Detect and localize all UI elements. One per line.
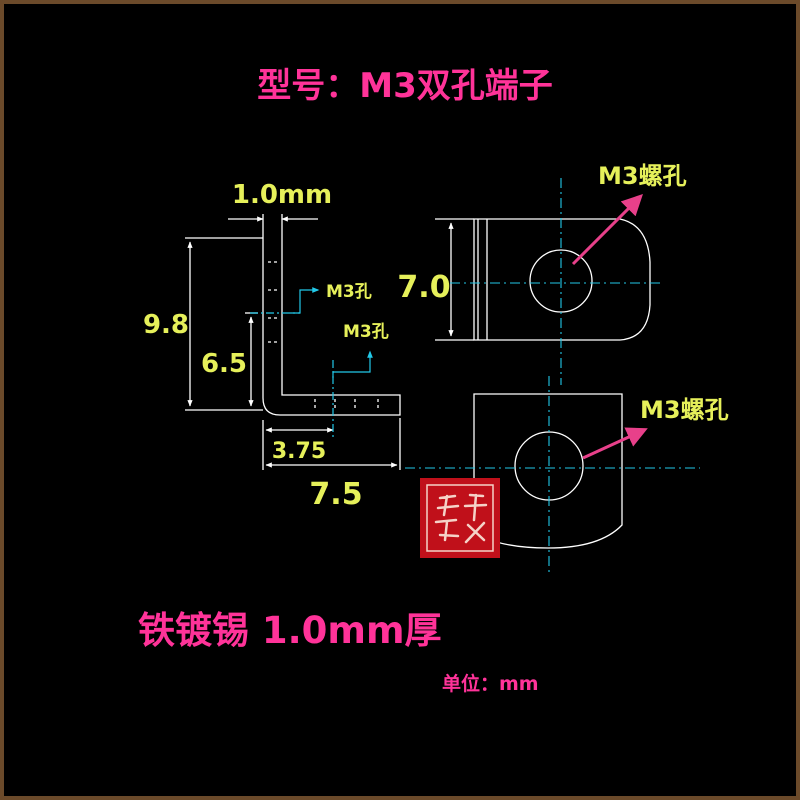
bottom-view-hole-label: M3螺孔 [640, 396, 729, 424]
side-view-centerlines [250, 287, 373, 440]
top-view-outline [473, 218, 651, 341]
bottom-view-hole-arrow [582, 427, 648, 460]
page-title: 型号：M3双孔端子 [257, 66, 553, 106]
total-height-label: 9.8 [143, 310, 189, 340]
top-view-width-label: 7.0 [397, 270, 450, 305]
hole-offset-label: 3.75 [272, 439, 326, 464]
base-length-label: 7.5 [309, 477, 362, 512]
top-view-hole-arrow [571, 194, 643, 266]
top-view [435, 218, 651, 341]
thickness-label: 1.0mm [232, 180, 332, 210]
side-view [185, 214, 401, 470]
lower-hole-leader [332, 350, 373, 378]
seal-stamp [420, 478, 500, 558]
top-view-centerlines [450, 178, 660, 385]
upper-hole-label: M3孔 [326, 282, 372, 302]
top-view-hole-label: M3螺孔 [598, 162, 687, 190]
bottom-view-centerlines [405, 376, 700, 576]
lower-hole-label: M3孔 [343, 322, 389, 342]
hole-height-label: 6.5 [201, 349, 247, 379]
unit-label: 单位：mm [442, 672, 539, 695]
material-spec: 铁镀锡 1.0mm厚 [138, 609, 442, 652]
side-profile-outline [262, 222, 401, 416]
upper-hole-leader [290, 287, 320, 314]
